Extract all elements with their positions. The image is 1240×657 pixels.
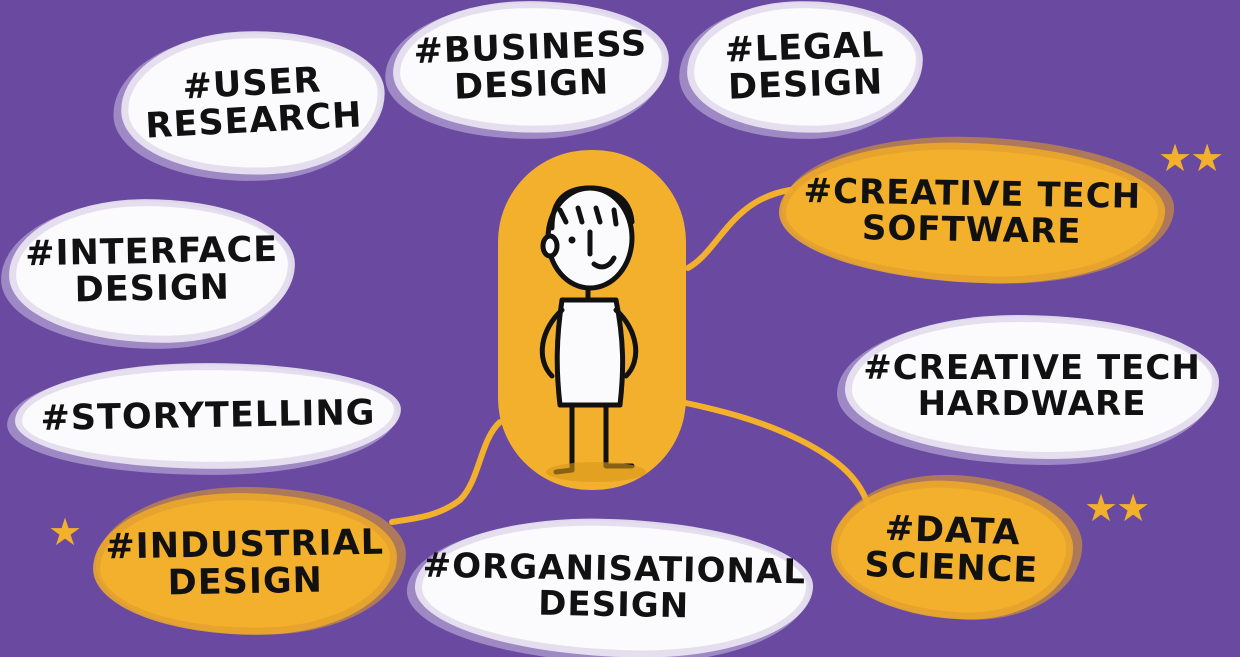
- tag-industrial-design-line1: #INDUSTRIAL: [105, 522, 385, 568]
- stars-creative-tech-software: ★★: [1158, 136, 1224, 180]
- figure-arm-left: [539, 307, 565, 379]
- figure-body: [554, 297, 626, 408]
- tag-business-design-line2: DESIGN: [453, 62, 610, 108]
- connector-data-science: [669, 397, 871, 508]
- tag-creative-tech-hardware-line1: #CREATIVE TECH: [863, 348, 1201, 389]
- tag-legal-design-line2: DESIGN: [727, 62, 884, 108]
- figure-eye-left: [568, 236, 576, 244]
- tag-creative-tech-hardware: #CREATIVE TECH HARDWARE: [852, 322, 1212, 452]
- figure-ear: [540, 233, 560, 259]
- tag-creative-tech-software-line2: SOFTWARE: [861, 208, 1082, 252]
- tag-creative-tech-hardware-line2: HARDWARE: [917, 384, 1147, 424]
- tag-interface-design-line2: DESIGN: [74, 267, 231, 311]
- stick-figure: [539, 185, 639, 475]
- star-icon: ★: [1190, 136, 1224, 180]
- tag-industrial-design-line2: DESIGN: [167, 560, 324, 604]
- tag-storytelling-line1: #STORYTELLING: [40, 392, 376, 439]
- tag-data-science-line2: SCIENCE: [863, 544, 1039, 592]
- figure-mouth: [591, 255, 617, 270]
- stars-data-science: ★★: [1084, 486, 1150, 530]
- stars-industrial-design: ★: [48, 510, 82, 554]
- tag-organisational-design-line2: DESIGN: [537, 583, 690, 627]
- star-icon: ★: [48, 510, 82, 554]
- figure-hair: [549, 185, 635, 231]
- star-icon: ★: [1084, 486, 1118, 530]
- connector-creative-tech-software: [685, 187, 793, 271]
- connector-industrial-design: [389, 419, 503, 525]
- star-icon: ★: [1116, 486, 1150, 530]
- figure-arm-right: [613, 307, 639, 379]
- star-icon: ★: [1158, 136, 1192, 180]
- figure-shadow: [546, 462, 646, 482]
- tag-user-research-line2: RESEARCH: [144, 95, 364, 147]
- tag-interface-design-line1: #INTERFACE: [24, 230, 279, 275]
